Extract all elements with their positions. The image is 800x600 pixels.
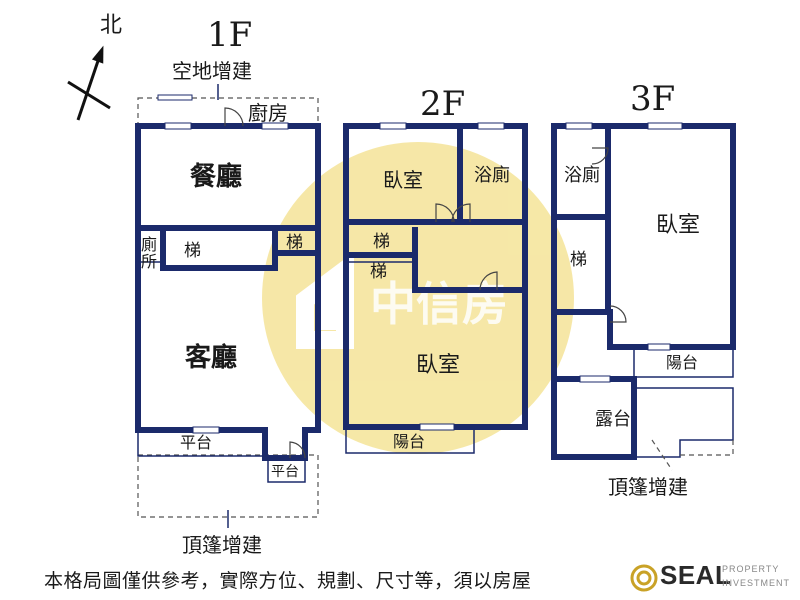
seal-emblem-icon xyxy=(630,564,658,592)
floor-1f-title: 1F xyxy=(207,15,252,55)
floor-3f-title: 3F xyxy=(630,79,675,119)
brand-sub-investment: INVESTMENT xyxy=(722,578,791,588)
f1-toilet-label-char: 所 xyxy=(141,252,157,271)
f2-bedroom-top-label: 臥室 xyxy=(383,168,423,192)
f1-stair-left-label: 梯 xyxy=(184,241,201,261)
brand-name: SEAL xyxy=(660,560,732,590)
f3-bedroom-label: 臥室 xyxy=(656,213,700,238)
f1-platform-label: 平台 xyxy=(180,433,212,452)
f2-bedroom-main-label: 臥室 xyxy=(416,353,460,378)
f3-balcony-label: 陽台 xyxy=(666,353,698,372)
floor-2f-title: 2F xyxy=(420,84,465,124)
f3-extension-label: 頂篷增建 xyxy=(608,475,688,499)
watermark-text: 中信房 xyxy=(370,277,508,331)
f3-bath-label: 浴廁 xyxy=(564,164,600,186)
f1-dining-label: 餐廳 xyxy=(190,161,242,192)
f1-platform-small-label: 平台 xyxy=(271,464,299,480)
f1-living-label: 客廳 xyxy=(185,342,237,373)
floor-3f: 3F 浴廁 臥室 梯 陽台 露台 頂篷增建 xyxy=(551,79,736,499)
brand-logo: SEAL PROPERTY INVESTMENT xyxy=(626,558,796,598)
f1-toilet-label: 廁 所 xyxy=(141,235,162,271)
f1-kitchen-label: 廚房 xyxy=(248,101,288,125)
f2-stair-a-label: 梯 xyxy=(373,232,390,252)
f2-bath-label: 浴廁 xyxy=(474,164,510,186)
floor-2f: 2F 臥室 浴廁 梯 梯 臥室 陽台 xyxy=(343,84,528,454)
f1-toilet-label-text: 廁 xyxy=(141,235,157,254)
f3-stair-label: 梯 xyxy=(570,250,587,270)
north-arrow-icon xyxy=(67,45,111,121)
f1-stair-right-label: 梯 xyxy=(286,233,303,253)
disclaimer-text: 本格局圖僅供參考，實際方位、規劃、尺寸等，須以房屋 xyxy=(44,570,532,592)
f2-stair-b-label: 梯 xyxy=(370,262,387,282)
north-label: 北 xyxy=(100,13,122,38)
floor-1f: 1F 空地增建 廚房 餐廳 廁 所 梯 梯 客廳 平台 平台 xyxy=(135,15,321,557)
f1-bottom-extension-label: 頂篷增建 xyxy=(182,533,262,557)
brand-sub-property: PROPERTY xyxy=(722,564,780,574)
f1-top-extension-label: 空地增建 xyxy=(172,59,252,83)
f3-terrace-label: 露台 xyxy=(595,409,631,430)
f2-balcony-label: 陽台 xyxy=(393,432,425,451)
